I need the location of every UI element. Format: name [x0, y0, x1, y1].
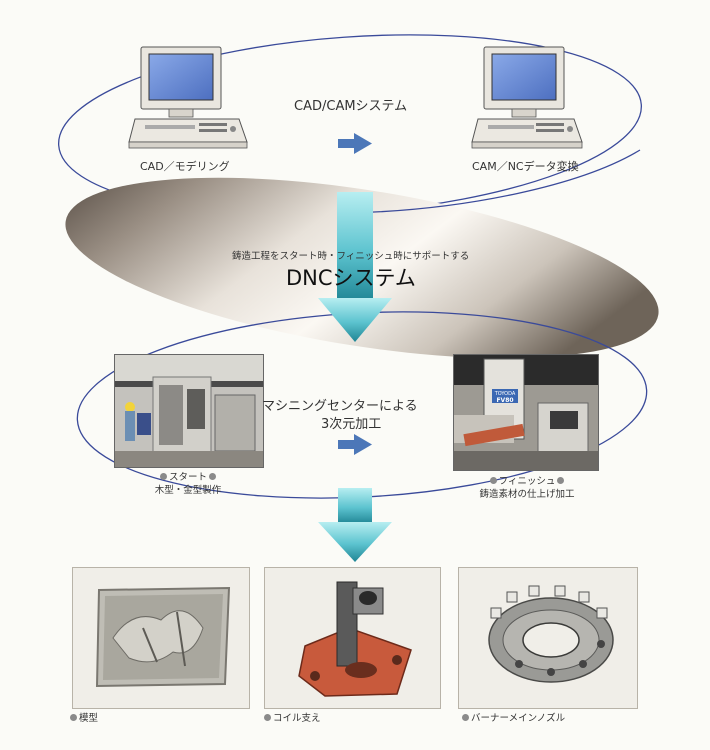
orbit-front-arc: [349, 149, 641, 214]
product-caption-burner-nozzle: バーナーメインノズル: [462, 710, 565, 724]
cam-nc-label: CAM／NCデータ変換: [472, 160, 579, 173]
bullet-dot-icon: [70, 714, 77, 721]
finish-name: フィニッシュ: [498, 476, 556, 487]
finish-machine-photo: TOYODA FV80: [453, 354, 599, 471]
bullet-dot-icon: [159, 473, 167, 480]
dnc-down-arrow: [318, 192, 392, 342]
finish-caption: フィニッシュ 鋳造素材の仕上げ加工: [470, 475, 584, 501]
cad-modeling-label: CAD／モデリング: [140, 160, 230, 173]
machine-model-plate: FV80: [496, 397, 514, 404]
bullet-dot-icon: [462, 714, 469, 721]
cadcam-flow-arrow: [338, 133, 372, 154]
bullet-dot-icon: [489, 477, 497, 484]
dnc-title: DNCシステム: [286, 266, 416, 290]
product-card-model: [72, 567, 250, 709]
product-card-coil-support: [264, 567, 441, 709]
machining-flow-arrow: [338, 434, 372, 455]
machining-title-line1: マシニングセンターによる: [262, 399, 418, 414]
products-down-arrow: [318, 488, 392, 562]
cam-computer: [471, 46, 583, 149]
product-caption-coil-support: コイル支え: [264, 710, 321, 724]
cad-computer: [128, 46, 248, 149]
bullet-dot-icon: [209, 473, 216, 480]
finish-desc: 鋳造素材の仕上げ加工: [479, 489, 575, 500]
cadcam-title: CAD/CAMシステム: [294, 99, 408, 114]
dnc-subtitle: 鋳造工程をスタート時・フィニッシュ時にサポートする: [232, 251, 470, 262]
start-caption: スタート 木型・金型製作: [138, 471, 238, 497]
product-caption-model: 模型: [70, 710, 98, 724]
machining-title-line2: 3次元加工: [321, 417, 382, 432]
bullet-dot-icon: [264, 714, 271, 721]
machine-brand-plate: TOYODA: [494, 391, 516, 397]
start-machine-photo: [114, 354, 264, 468]
bullet-dot-icon: [557, 477, 565, 484]
product-card-burner-nozzle: [458, 567, 638, 709]
start-desc: 木型・金型製作: [154, 485, 222, 496]
start-name: スタート: [168, 472, 207, 483]
